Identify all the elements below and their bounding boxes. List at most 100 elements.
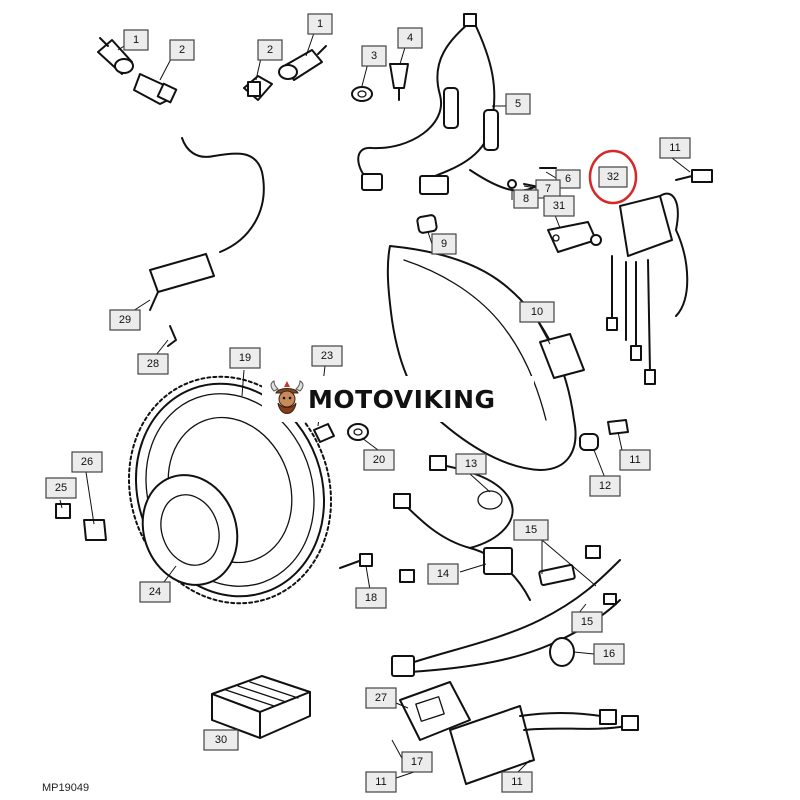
bolts-6-7-8-drawing xyxy=(507,167,557,189)
callout: 16 xyxy=(593,643,625,665)
sensor-drawing xyxy=(389,63,409,101)
svg-text:29: 29 xyxy=(119,314,131,326)
svg-text:15: 15 xyxy=(581,616,593,628)
svg-text:30: 30 xyxy=(215,734,227,746)
svg-text:3: 3 xyxy=(371,50,377,62)
svg-text:1: 1 xyxy=(133,34,139,46)
callout: 5 xyxy=(505,93,531,115)
watermark: MOTOVIKING xyxy=(262,376,534,422)
svg-text:18: 18 xyxy=(365,592,377,604)
sender-bolt-drawing xyxy=(55,503,71,519)
svg-text:4: 4 xyxy=(407,32,413,44)
callout: 15 xyxy=(513,519,549,541)
callout: 23 xyxy=(311,345,343,367)
svg-text:11: 11 xyxy=(375,776,386,788)
svg-text:1: 1 xyxy=(317,18,323,30)
callout: 19 xyxy=(229,347,261,369)
svg-text:28: 28 xyxy=(147,358,159,370)
svg-text:11: 11 xyxy=(629,454,640,466)
svg-text:5: 5 xyxy=(515,98,521,110)
pin-drawing xyxy=(416,214,438,234)
callouts: 1 2 2 1 3 4 5 6 7 8 9 11 32 31 10 29 28 … xyxy=(45,13,691,793)
svg-text:17: 17 xyxy=(411,756,423,768)
callout-highlighted: 32 xyxy=(598,166,628,188)
svg-text:26: 26 xyxy=(81,456,93,468)
svg-text:24: 24 xyxy=(149,586,161,598)
spark-plug-middle-drawing xyxy=(243,75,273,101)
callout: 31 xyxy=(543,195,575,217)
svg-text:8: 8 xyxy=(523,193,529,205)
o-ring-drawing xyxy=(549,637,575,667)
spark-plug-cap-left-drawing xyxy=(97,37,134,75)
svg-text:10: 10 xyxy=(531,306,543,318)
upper-wiring-harness-drawing xyxy=(357,13,537,195)
washer-drawing xyxy=(351,86,373,102)
svg-text:15: 15 xyxy=(525,524,537,536)
svg-text:14: 14 xyxy=(437,568,449,580)
svg-text:11: 11 xyxy=(669,142,680,154)
svg-text:16: 16 xyxy=(603,648,615,660)
lower-wiring-harness-drawing xyxy=(393,455,531,601)
callout: 24 xyxy=(139,581,171,603)
svg-text:31: 31 xyxy=(553,200,565,212)
callout: 10 xyxy=(519,301,555,323)
callout: 1 xyxy=(307,13,333,35)
callout: 11 xyxy=(365,771,397,793)
woodruff-key-drawing xyxy=(313,423,335,443)
spark-plug-cap-middle-drawing xyxy=(278,45,327,81)
callout: 11 xyxy=(659,137,691,159)
cdi-unit-drawing xyxy=(606,192,689,385)
callout: 9 xyxy=(431,233,457,255)
callout: 4 xyxy=(397,27,423,49)
svg-text:20: 20 xyxy=(373,454,385,466)
svg-text:2: 2 xyxy=(179,44,185,56)
svg-text:19: 19 xyxy=(239,352,251,364)
svg-text:6: 6 xyxy=(565,173,571,185)
sender-drawing xyxy=(83,519,107,541)
svg-text:25: 25 xyxy=(55,482,67,494)
callout: 15 xyxy=(571,611,603,633)
callout: 14 xyxy=(427,563,459,585)
callout: 12 xyxy=(589,475,621,497)
document-id: MP19049 xyxy=(42,782,90,794)
viking-logo-icon xyxy=(270,380,304,414)
watermark-text: MOTOVIKING xyxy=(308,384,496,414)
svg-text:11: 11 xyxy=(511,776,522,788)
svg-text:7: 7 xyxy=(545,183,551,195)
bolt-mid-right-drawing xyxy=(607,419,629,435)
flywheel-cover-drawing xyxy=(386,245,585,471)
svg-text:9: 9 xyxy=(441,238,447,250)
svg-text:2: 2 xyxy=(267,44,273,56)
callout: 11 xyxy=(619,449,651,471)
callout: 11 xyxy=(501,771,533,793)
svg-text:23: 23 xyxy=(321,350,333,362)
rectifier-drawing xyxy=(211,675,311,739)
callout: 28 xyxy=(137,353,169,375)
bolt-top-right-drawing xyxy=(675,169,713,183)
svg-text:12: 12 xyxy=(599,480,611,492)
callout: 2 xyxy=(257,39,283,61)
callout: 26 xyxy=(71,451,103,473)
callout: 27 xyxy=(365,687,397,709)
regulator-bracket-drawing xyxy=(399,681,471,741)
regulator-drawing xyxy=(449,705,639,785)
callout: 25 xyxy=(45,477,77,499)
callout: 6 xyxy=(555,169,581,189)
callout: 30 xyxy=(203,729,239,751)
callout: 20 xyxy=(363,449,395,471)
main-harness-drawing xyxy=(391,545,621,677)
callout: 29 xyxy=(109,309,141,331)
callout: 18 xyxy=(355,587,387,609)
stator-drawing xyxy=(141,474,239,586)
highlight-ring xyxy=(588,149,638,205)
callout: 3 xyxy=(361,45,387,67)
callout: 13 xyxy=(455,453,487,475)
svg-text:13: 13 xyxy=(465,458,477,470)
bracket-drawing xyxy=(547,221,602,253)
flywheel-washer-drawing xyxy=(347,423,369,441)
callout: 1 xyxy=(123,29,149,51)
callout: 2 xyxy=(169,39,195,61)
ignition-coil-drawing xyxy=(149,137,265,311)
flywheel-bolt-drawing xyxy=(339,553,373,569)
